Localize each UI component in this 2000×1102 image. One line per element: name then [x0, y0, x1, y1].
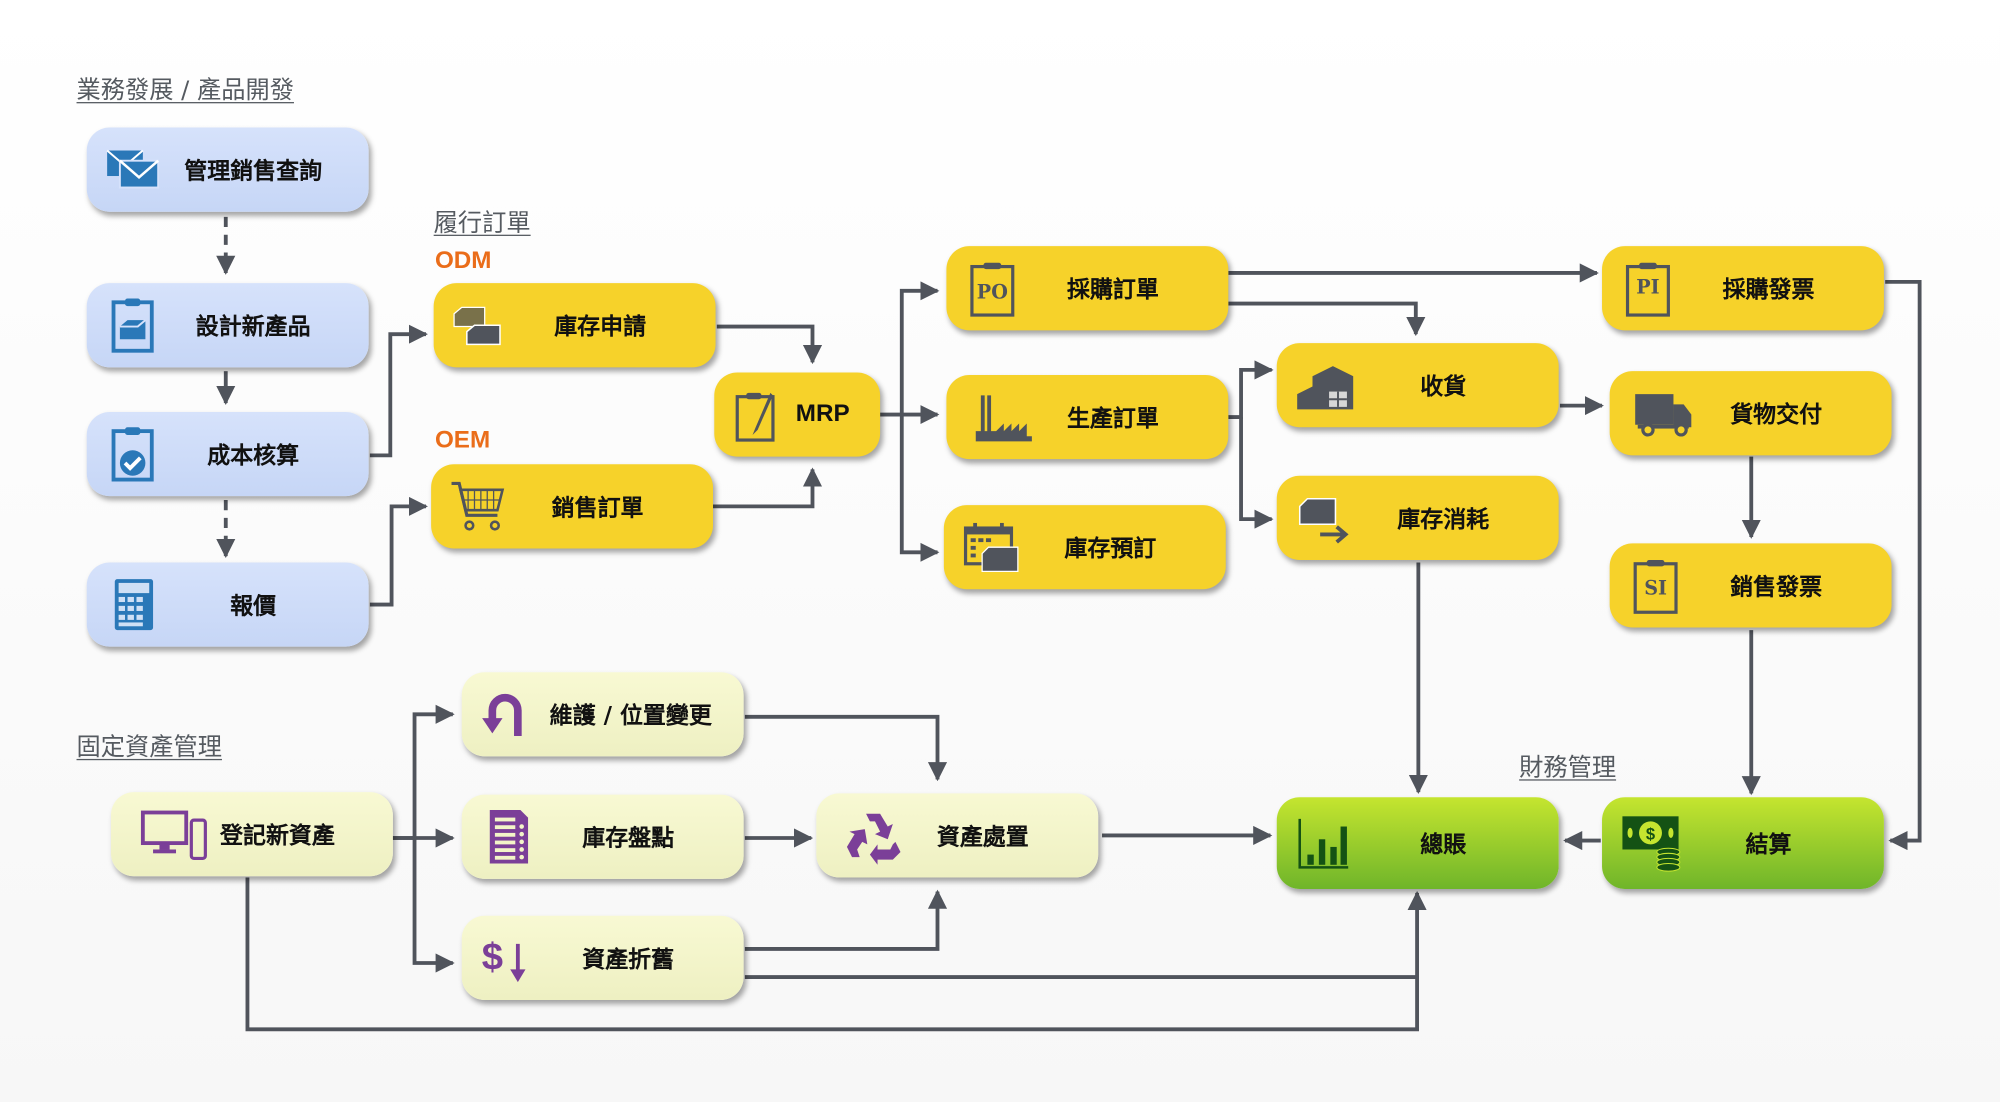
shopping-cart-icon [451, 481, 505, 531]
node-purchase-order[interactable]: PO 採購訂單 [946, 246, 1229, 331]
node-register-new-asset[interactable]: 登記新資產 [110, 792, 393, 877]
link-quotation-salesorder [369, 496, 428, 607]
tag-odm: ODM [434, 247, 492, 275]
link-register-maintenance [392, 704, 455, 840]
section-business-development: 業務發展 / 產品開發 [76, 76, 294, 105]
svg-text:$: $ [1646, 824, 1655, 843]
node-purchase-invoice[interactable]: PI 採購發票 [1602, 246, 1884, 331]
checklist-icon [489, 809, 529, 864]
devices-icon [140, 810, 207, 861]
recycle-icon [846, 813, 901, 865]
node-label: 庫存預訂 [1064, 535, 1157, 563]
node-asset-depreciation[interactable]: $ 資產折舊 [461, 915, 744, 1000]
section-order-fulfillment: 履行訂單 [433, 209, 531, 238]
node-production-order[interactable]: 生產訂單 [946, 374, 1229, 460]
node-quotation[interactable]: 報價 [86, 562, 369, 647]
node-label: 庫存消耗 [1397, 506, 1490, 534]
node-receiving[interactable]: 收貨 [1276, 343, 1559, 428]
link-production-receiving [1228, 360, 1274, 420]
factory-icon [975, 395, 1032, 442]
node-sales-invoice[interactable]: SI 銷售發票 [1609, 543, 1892, 628]
node-label: 維護 / 位置變更 [549, 702, 712, 730]
section-fixed-assets: 固定資產管理 [76, 733, 222, 762]
money-icon: $ [1622, 816, 1681, 872]
node-manage-sales-inquiry[interactable]: 管理銷售查詢 [86, 127, 369, 212]
node-label: 庫存盤點 [582, 825, 675, 853]
envelope-icon [106, 149, 160, 189]
u-turn-icon [482, 693, 522, 736]
link-po-receiving [1228, 301, 1426, 337]
node-label: 總賬 [1420, 831, 1467, 859]
node-label: 管理銷售查詢 [184, 158, 323, 185]
svg-text:$: $ [482, 935, 503, 978]
node-label: 資產折舊 [582, 946, 675, 974]
node-label: 庫存申請 [554, 313, 647, 341]
clipboard-pen-icon [735, 392, 775, 442]
node-label: 銷售發票 [1730, 573, 1823, 601]
calendar-box-icon [963, 522, 1019, 573]
bar-chart-icon [1298, 818, 1349, 869]
link-register-ledger [245, 877, 1427, 1032]
svg-text:PO: PO [977, 280, 1008, 303]
node-sales-order[interactable]: 銷售訂單 [431, 464, 714, 549]
node-asset-disposal[interactable]: 資產處置 [816, 793, 1099, 878]
clipboard-box-icon [111, 298, 154, 353]
node-stock-reservation[interactable]: 庫存預訂 [943, 505, 1226, 590]
link-salesorder-mrp [711, 467, 823, 509]
node-label: 登記新資產 [220, 822, 335, 850]
node-label: 生產訂單 [1066, 405, 1159, 433]
link-mrp-po [899, 281, 940, 415]
warehouse-icon [1297, 366, 1354, 410]
node-design-new-product[interactable]: 設計新產品 [86, 283, 369, 368]
node-costing[interactable]: 成本核算 [86, 411, 369, 497]
clipboard-po-icon: PO [970, 262, 1015, 317]
boxes-icon [453, 306, 501, 346]
node-label: 結算 [1745, 831, 1792, 859]
link-costing-stockrequest [369, 324, 428, 458]
node-stocktake[interactable]: 庫存盤點 [461, 794, 744, 879]
node-goods-delivery[interactable]: 貨物交付 [1609, 371, 1892, 456]
tag-oem: OEM [434, 427, 491, 455]
node-label: 成本核算 [207, 442, 300, 470]
svg-text:PI: PI [1636, 275, 1659, 298]
link-stockrequest-mrp [716, 324, 823, 365]
node-mrp[interactable]: MRP [714, 372, 881, 457]
section-finance: 財務管理 [1519, 753, 1617, 782]
node-label: 採購訂單 [1066, 276, 1159, 304]
node-stock-request[interactable]: 庫存申請 [433, 283, 716, 368]
node-label: 報價 [230, 593, 277, 620]
link-production-consumption [1239, 417, 1274, 529]
node-label: 收貨 [1420, 373, 1467, 401]
node-general-ledger[interactable]: 總賬 [1276, 797, 1559, 890]
node-settlement[interactable]: $ 結算 [1602, 797, 1884, 890]
link-pi-settlement [1885, 279, 1922, 851]
clipboard-pi-icon: PI [1625, 262, 1670, 317]
node-label: MRP [795, 400, 850, 428]
box-out-icon [1298, 497, 1349, 544]
link-maintenance-disposal [744, 714, 948, 782]
truck-icon [1635, 394, 1692, 437]
link-depreciation-disposal [744, 889, 948, 951]
node-label: 設計新產品 [195, 313, 311, 341]
link-register-depreciation [412, 838, 455, 973]
node-label: 資產處置 [936, 823, 1029, 851]
clipboard-check-icon [111, 427, 154, 482]
node-label: 貨物交付 [1730, 401, 1823, 429]
node-label: 銷售訂單 [551, 494, 644, 522]
clipboard-si-icon: SI [1633, 559, 1678, 614]
calculator-icon [114, 579, 154, 631]
node-maintenance-relocation[interactable]: 維護 / 位置變更 [461, 672, 744, 757]
svg-text:SI: SI [1644, 576, 1667, 599]
node-label: 採購發票 [1722, 276, 1815, 304]
dollar-down-icon: $ [482, 935, 526, 983]
link-mrp-reservation [899, 414, 940, 562]
node-stock-consumption[interactable]: 庫存消耗 [1276, 475, 1559, 560]
